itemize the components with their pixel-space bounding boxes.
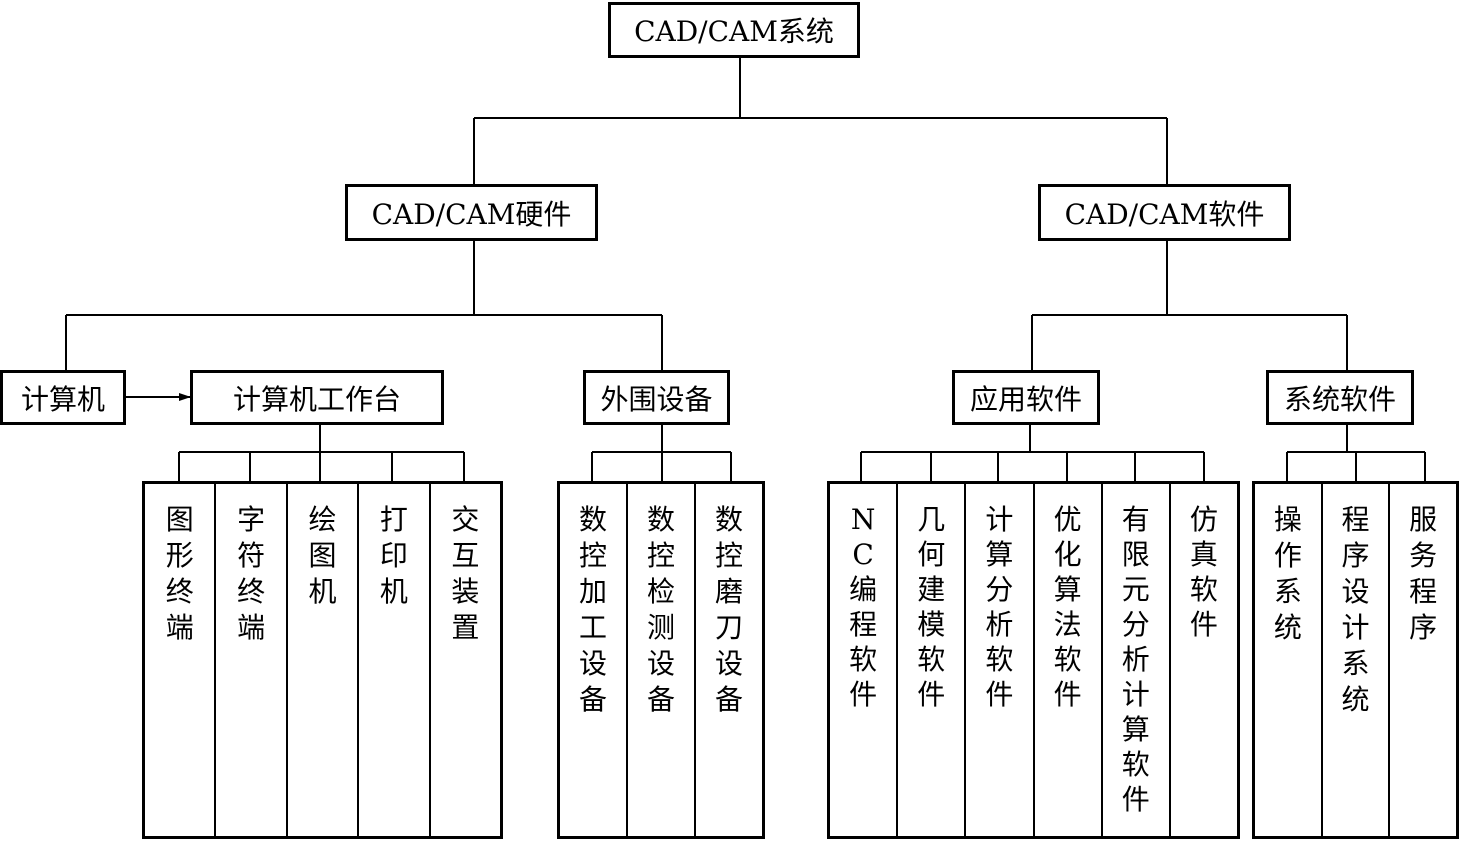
list-item: 打印机 [357, 484, 428, 836]
list-item: 优化算法软件 [1032, 484, 1101, 836]
item-label: 计算分析软件 [985, 503, 1014, 711]
workstation-items-group: 图形终端 字符终端 绘图机 打印机 交互装置 [142, 481, 503, 839]
application-node: 应用软件 [952, 370, 1100, 425]
item-label: 数控磨刀设备 [714, 503, 743, 716]
peripheral-items-group: 数控加工设备 数控检测设备 数控磨刀设备 [557, 481, 765, 839]
list-item: 服务程序 [1388, 484, 1456, 836]
list-item: 数控检测设备 [626, 484, 694, 836]
connector-software [1031, 239, 1348, 370]
item-label: 服务程序 [1409, 503, 1438, 644]
application-items-group: NC编程软件 几何建模软件 计算分析软件 优化算法软件 有限元分析计算软件 仿真… [827, 481, 1240, 839]
peripheral-node: 外围设备 [583, 370, 730, 425]
item-label: 优化算法软件 [1053, 503, 1082, 711]
item-label: 数控加工设备 [578, 503, 607, 716]
connector-workstation [178, 424, 465, 482]
list-item: 计算分析软件 [964, 484, 1032, 836]
list-item: 数控磨刀设备 [694, 484, 762, 836]
connector-application [860, 424, 1205, 482]
list-item: 操作系统 [1255, 484, 1321, 836]
item-label: 交互装置 [451, 503, 480, 644]
list-item: 程序设计系统 [1320, 484, 1389, 836]
system-software-node: 系统软件 [1266, 370, 1414, 425]
list-item: 几何建模软件 [896, 484, 964, 836]
list-item: 绘图机 [285, 484, 357, 836]
item-label: 打印机 [379, 503, 408, 608]
workstation-node: 计算机工作台 [190, 370, 444, 425]
system-items-group: 操作系统 程序设计系统 服务程序 [1252, 481, 1459, 839]
item-label: 有限元分析计算软件 [1121, 503, 1150, 816]
connector-peripheral [591, 424, 732, 482]
list-item: 数控加工设备 [560, 484, 626, 836]
list-item: 有限元分析计算软件 [1100, 484, 1169, 836]
item-label: 数控检测设备 [646, 503, 675, 716]
item-label: 几何建模软件 [917, 503, 946, 711]
item-label: 图形终端 [165, 503, 194, 644]
list-item: 字符终端 [214, 484, 285, 836]
list-item: NC编程软件 [830, 484, 896, 836]
hardware-node: CAD/CAM硬件 [345, 184, 598, 241]
item-label: 操作系统 [1273, 503, 1302, 644]
list-item: 图形终端 [145, 484, 214, 836]
root-node: CAD/CAM系统 [608, 2, 860, 58]
computer-node: 计算机 [0, 370, 126, 425]
item-label: 字符终端 [237, 503, 266, 644]
connector-system [1286, 424, 1426, 482]
list-item: 交互装置 [428, 484, 500, 836]
item-label: NC编程软件 [849, 503, 878, 711]
software-node: CAD/CAM软件 [1038, 184, 1291, 241]
list-item: 仿真软件 [1168, 484, 1237, 836]
item-label: 绘图机 [308, 503, 337, 608]
item-label: 仿真软件 [1189, 503, 1218, 641]
connector-hardware [65, 239, 663, 370]
connector-root [473, 56, 1168, 184]
item-label: 程序设计系统 [1341, 503, 1370, 716]
